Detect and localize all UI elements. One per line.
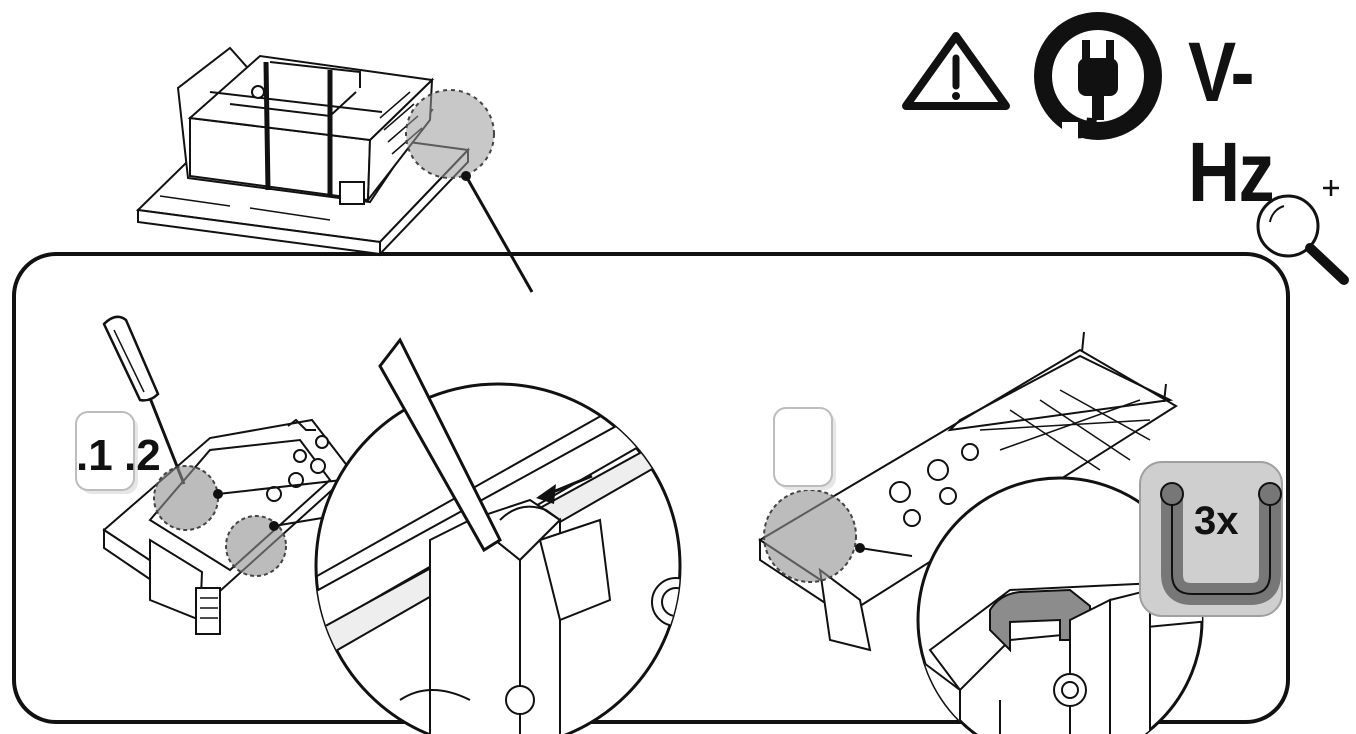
step-number-1: .1 <box>76 431 113 480</box>
left-module <box>102 418 354 635</box>
step-badge-left: .1 .2 <box>75 411 161 494</box>
bracket-quantity-label: 3x <box>1194 499 1239 543</box>
clip-highlight <box>763 489 857 583</box>
bracket-quantity-badge: 3x <box>1139 461 1283 617</box>
zoom-in-icon <box>1256 180 1349 285</box>
leader-line <box>464 175 534 293</box>
latch-highlight-1 <box>153 465 219 531</box>
warning-icon <box>902 32 1010 110</box>
latch-highlight-2 <box>225 515 287 577</box>
step-number-2: .2 <box>124 431 161 480</box>
magnified-latch-view <box>314 337 682 734</box>
device-highlight <box>405 89 495 179</box>
voltage-frequency-label: V-Hz <box>1188 25 1275 219</box>
power-plug-icon <box>1034 12 1162 140</box>
step-badge-right <box>773 407 836 490</box>
detail-frame <box>12 252 1290 724</box>
